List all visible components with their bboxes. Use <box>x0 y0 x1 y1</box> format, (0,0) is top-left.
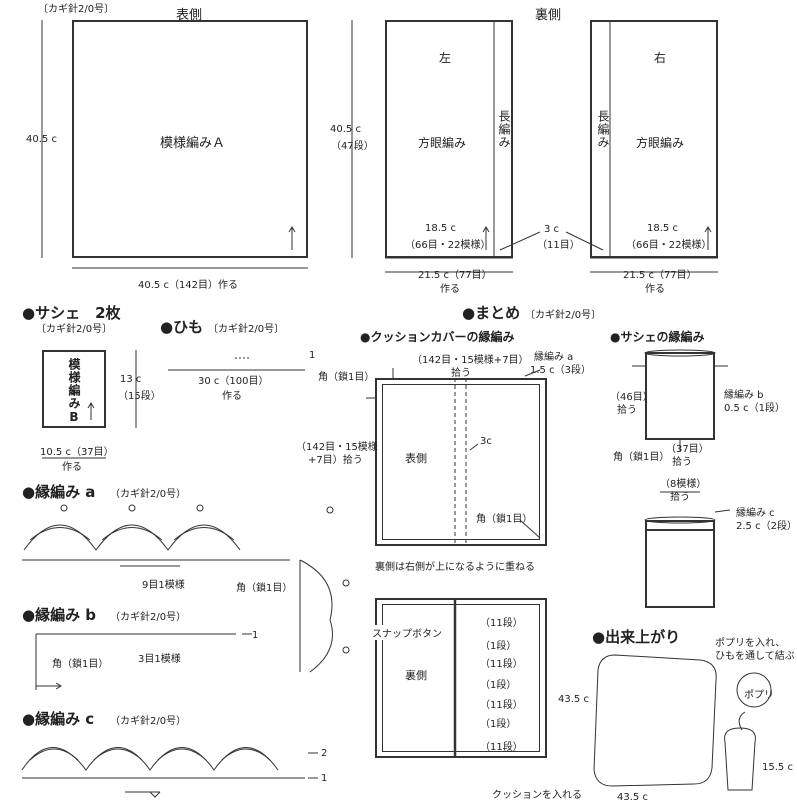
front-width: 40.5 c（142目）作る <box>138 280 239 291</box>
insert-cushion: クッションを入れる <box>492 790 582 801</box>
finished-size2: 43.5 c <box>617 792 648 803</box>
cushion-edge-a-width: 1.5 c（3段） <box>530 365 591 376</box>
row-label: （11段） <box>480 700 523 711</box>
back-right-inner: 方眼編み <box>636 136 685 150</box>
sashe-h2: （15段） <box>118 391 161 402</box>
cushion-corner: 角（鎖1目） <box>318 372 375 383</box>
matome-needle: 〔カギ針2/0号〕 <box>525 310 602 321</box>
himo-width: 30 c（100目） <box>198 376 269 387</box>
back-left-w2: （66目・22模様） <box>405 240 491 251</box>
edge-b-corner: 角（鎖1目） <box>52 659 109 670</box>
back-left-inner: 方眼編み <box>418 136 467 150</box>
sashe-edge-left1: （46目） <box>610 392 653 403</box>
potpourri-note2: ひもを通して結ぶ <box>715 651 795 662</box>
row-label: （11段） <box>480 618 523 629</box>
sashe-w: 10.5 c（37目） <box>40 447 114 458</box>
edge-b-needle: （カギ針2/0号） <box>110 612 187 623</box>
cushion-edge-a: 縁編み a <box>534 352 574 363</box>
front-height: 40.5 c <box>26 134 57 145</box>
edge-b-repeat: 3目1模様 <box>138 654 181 665</box>
cushion-top-pick: （142目・15模様+7目） <box>412 355 529 366</box>
potpourri-label: ポプリ <box>744 690 774 701</box>
sashe-edge-left2: 拾う <box>617 405 637 416</box>
row-label: （1段） <box>480 680 517 691</box>
front-title: 表側 <box>176 8 203 23</box>
matome-title: ●まとめ <box>462 304 521 322</box>
sashe-edge-b-width: 0.5 c（1段） <box>724 403 785 414</box>
row-label: （11段） <box>480 742 523 753</box>
cushion-3c: 3c <box>480 436 492 447</box>
edge-c-row2: 2 <box>321 748 328 759</box>
himo-title: ●ひも <box>160 318 204 336</box>
himo-make: 作る <box>222 391 242 402</box>
cushion-pick: 拾う <box>451 368 471 379</box>
sashe-edge-bottom2: 拾う <box>672 457 692 468</box>
sashe-h1: 13 c <box>120 374 142 385</box>
cushion-side-pick2: +7目）拾う <box>308 455 363 466</box>
himo-needle: 〔カギ針2/0号〕 <box>208 324 285 335</box>
back-right-panel <box>590 20 718 258</box>
sashe-inner: 模様編みB <box>67 358 81 425</box>
back-right-w2: （66目・22模様） <box>626 240 712 251</box>
edge-b-title: ●縁編み b <box>22 606 97 624</box>
back-right-w1: 18.5 c <box>647 223 678 234</box>
row-label: （11段） <box>480 659 523 670</box>
sashe-edge-c-width: 2.5 c（2段） <box>736 521 797 532</box>
sashe-edge-top1: （8模様） <box>660 479 707 490</box>
back-height: 40.5 c <box>330 124 361 135</box>
edge-c-needle: （カギ針2/0号） <box>110 716 187 727</box>
back-title: 裏側 <box>535 8 562 23</box>
sashe-edge-title: ●サシェの縁編み <box>610 330 705 344</box>
front-inner: 模様編みＡ <box>160 136 226 151</box>
edge-b-row: 1 <box>252 630 259 641</box>
front-needle: 〔カギ針2/0号〕 <box>38 4 115 15</box>
snap-button-label: スナップボタン <box>372 625 442 640</box>
edge-c-title: ●縁編み c <box>22 710 95 728</box>
sashe-edge-panel <box>645 352 715 440</box>
sashe-make: 作る <box>62 462 82 473</box>
sashe-bag-panel <box>645 520 715 608</box>
edge-a-corner: 角（鎖1目） <box>236 583 293 594</box>
cushion-front-inner <box>382 384 540 540</box>
cushion-back-label: 裏側 <box>405 669 427 682</box>
back-left-label: 左 <box>439 51 452 65</box>
back-left-bottom1: 21.5 c（77目） <box>418 270 492 281</box>
sashe-edge-b: 縁編み b <box>724 390 764 401</box>
row-label: （1段） <box>480 641 517 652</box>
back-right-side: 長編み <box>596 110 610 149</box>
edge-a-needle: （カギ針2/0号） <box>110 489 187 500</box>
sashe-title: ●サシェ 2枚 <box>22 304 121 322</box>
sashe-edge-top2: 拾う <box>670 492 690 503</box>
sashe-panel <box>42 350 106 428</box>
front-panel <box>72 20 308 258</box>
edge-c-row1: 1 <box>321 773 328 784</box>
back-left-side: 長編み <box>497 110 511 149</box>
back-overlap1: 3 c <box>544 224 560 235</box>
back-right-label: 右 <box>654 51 667 65</box>
edge-a-repeat: 9目1模様 <box>142 580 185 591</box>
cushion-note: 裏側は右側が上になるように重ねる <box>375 562 535 573</box>
finished-title: ●出来上がり <box>592 628 681 646</box>
edge-a-title: ●縁編み a <box>22 483 96 501</box>
back-right-bottom2: 作る <box>645 284 665 295</box>
bag-size: 15.5 c <box>762 762 793 773</box>
cushion-side-pick1: （142目・15模様 <box>296 442 378 453</box>
back-overlap2: （11目） <box>537 240 580 251</box>
sashe-edge-bottom1: （37目） <box>666 444 709 455</box>
sashe-needle: 〔カギ針2/0号〕 <box>36 324 113 335</box>
back-left-panel <box>385 20 513 258</box>
sashe-edge-c: 縁編み c <box>736 508 775 519</box>
finished-size1: 43.5 c <box>558 694 589 705</box>
back-right-bottom1: 21.5 c（77目） <box>623 270 697 281</box>
back-left-w1: 18.5 c <box>425 223 456 234</box>
cushion-edge-title: ●クッションカバーの縁編み <box>360 330 515 344</box>
cushion-corner2: 角（鎖1目） <box>476 514 533 525</box>
sashe-edge-corner: 角（鎖1目） <box>613 452 670 463</box>
back-left-bottom2: 作る <box>440 284 460 295</box>
potpourri-note1: ポプリを入れ、 <box>715 638 786 649</box>
row-label: （1段） <box>480 719 517 730</box>
himo-row: 1 <box>309 350 316 361</box>
cushion-front-label: 表側 <box>405 452 427 465</box>
